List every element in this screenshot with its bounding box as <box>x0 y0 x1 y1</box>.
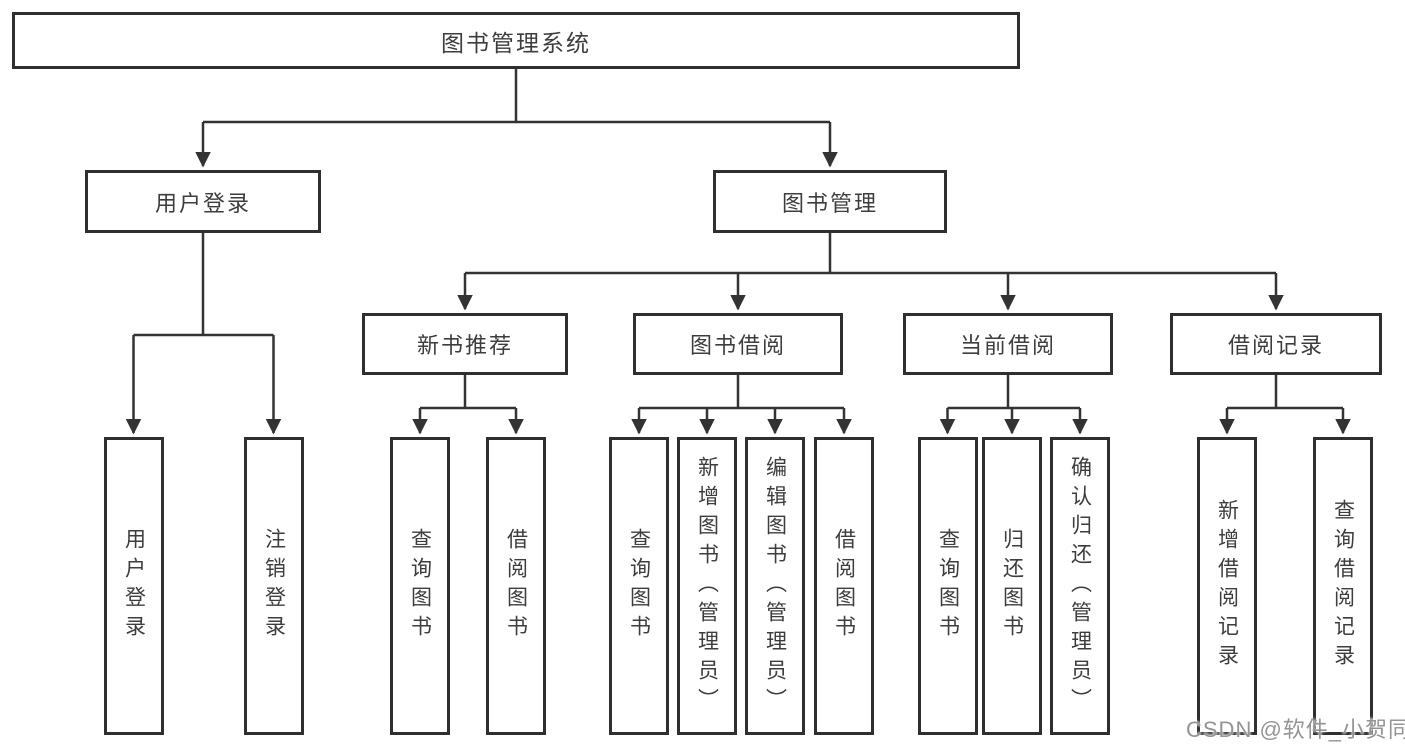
node-borrowing-records: 借阅记录 <box>1170 313 1382 375</box>
leaf-user-login-label: 用户登录 <box>122 528 146 644</box>
node-book-management-label: 图书管理 <box>781 190 878 216</box>
leaf-add-book-admin-label: 新增图书（管理员） <box>695 455 719 717</box>
leaf-return-book-label: 归还图书 <box>1000 528 1024 644</box>
leaf-edit-book-admin-label: 编辑图书（管理员） <box>763 455 787 717</box>
leaf-query-books-2-label: 查询图书 <box>627 528 651 644</box>
leaf-add-book-admin: 新增图书（管理员） <box>677 437 737 735</box>
leaf-query-books-3: 查询图书 <box>918 437 978 735</box>
node-current-borrowing-label: 当前借阅 <box>959 333 1056 358</box>
node-new-book-recommend-label: 新书推荐 <box>416 333 513 358</box>
leaf-query-books-1-label: 查询图书 <box>408 528 432 644</box>
node-book-management: 图书管理 <box>713 170 947 233</box>
leaf-borrow-books-2-label: 借阅图书 <box>832 528 856 644</box>
leaf-borrow-books-2: 借阅图书 <box>814 437 874 735</box>
node-current-borrowing: 当前借阅 <box>903 313 1113 375</box>
leaf-borrow-books-1: 借阅图书 <box>486 437 546 735</box>
leaf-add-borrow-record-label: 新增借阅记录 <box>1215 499 1239 673</box>
node-new-book-recommend: 新书推荐 <box>362 313 568 375</box>
node-borrowing-records-label: 借阅记录 <box>1227 333 1324 358</box>
leaf-query-books-3-label: 查询图书 <box>936 528 960 644</box>
leaf-query-borrow-record-label: 查询借阅记录 <box>1331 499 1355 673</box>
node-user-login: 用户登录 <box>85 170 321 233</box>
leaf-borrow-books-1-label: 借阅图书 <box>504 528 528 644</box>
leaf-confirm-return-admin-label: 确认归还（管理员） <box>1068 455 1092 717</box>
leaf-confirm-return-admin: 确认归还（管理员） <box>1050 437 1110 735</box>
leaf-add-borrow-record: 新增借阅记录 <box>1197 437 1257 735</box>
leaf-user-login: 用户登录 <box>104 437 164 735</box>
csdn-watermark: CSDN @软件_小贺同学 <box>1186 717 1405 742</box>
leaf-query-borrow-record: 查询借阅记录 <box>1313 437 1373 735</box>
leaf-query-books-2: 查询图书 <box>609 437 669 735</box>
leaf-logout: 注销登录 <box>244 437 304 735</box>
leaf-query-books-1: 查询图书 <box>390 437 450 735</box>
node-book-borrowing-label: 图书借阅 <box>689 333 786 358</box>
node-book-borrowing: 图书借阅 <box>633 313 843 375</box>
leaf-logout-label: 注销登录 <box>262 528 286 644</box>
leaf-edit-book-admin: 编辑图书（管理员） <box>745 437 805 735</box>
node-library-system-label: 图书管理系统 <box>441 29 591 56</box>
node-user-login-label: 用户登录 <box>154 190 251 216</box>
node-library-system: 图书管理系统 <box>12 12 1020 69</box>
leaf-return-book: 归还图书 <box>982 437 1042 735</box>
